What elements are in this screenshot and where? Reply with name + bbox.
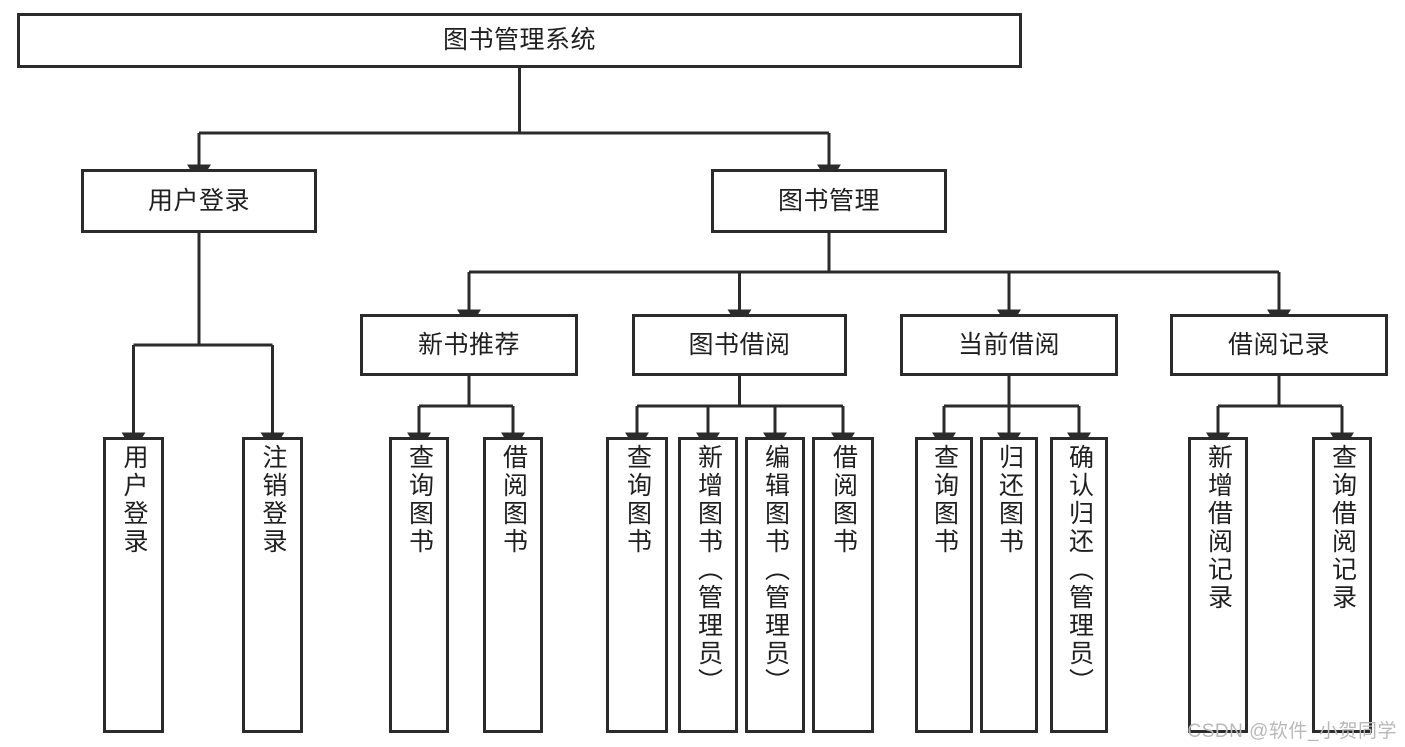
node-leaf-add-record[interactable]: 新增借阅记录 <box>1188 437 1248 733</box>
node-label: 借阅图书 <box>829 444 858 556</box>
node-label: 查询图书 <box>623 444 652 556</box>
node-label: 用户登录 <box>147 186 250 215</box>
node-leaf-logout[interactable]: 注销登录 <box>242 437 303 733</box>
node-leaf-query-record[interactable]: 查询借阅记录 <box>1312 437 1372 733</box>
node-current-borrow[interactable]: 当前借阅 <box>900 314 1118 376</box>
node-label: 确认归还（管理员） <box>1065 444 1094 696</box>
node-label: 归还图书 <box>995 444 1024 556</box>
node-leaf-borrow-book-2[interactable]: 借阅图书 <box>812 437 874 733</box>
node-leaf-return-book[interactable]: 归还图书 <box>980 437 1038 733</box>
node-leaf-confirm-return[interactable]: 确认归还（管理员） <box>1050 437 1108 733</box>
node-label: 用户登录 <box>120 444 148 556</box>
node-root[interactable]: 图书管理系统 <box>17 13 1022 68</box>
node-leaf-query-book-2[interactable]: 查询图书 <box>606 437 668 733</box>
node-leaf-edit-book[interactable]: 编辑图书（管理员） <box>745 437 805 733</box>
node-label: 当前借阅 <box>957 330 1060 359</box>
node-leaf-query-book-1[interactable]: 查询图书 <box>389 437 449 733</box>
node-user-login[interactable]: 用户登录 <box>81 169 317 233</box>
node-leaf-user-login[interactable]: 用户登录 <box>103 437 164 733</box>
node-label: 新书推荐 <box>417 330 520 359</box>
node-leaf-borrow-book-1[interactable]: 借阅图书 <box>483 437 543 733</box>
node-leaf-add-book[interactable]: 新增图书（管理员） <box>678 437 738 733</box>
node-label: 新增借阅记录 <box>1204 444 1233 612</box>
node-label: 编辑图书（管理员） <box>761 444 790 696</box>
node-new-book-rec[interactable]: 新书推荐 <box>360 314 578 376</box>
node-label: 借阅记录 <box>1227 330 1330 359</box>
node-label: 查询图书 <box>405 444 434 556</box>
node-label: 新增图书（管理员） <box>694 444 723 696</box>
watermark-label: CSDN @软件_小贺同学 <box>1187 721 1397 742</box>
node-label: 注销登录 <box>259 444 287 556</box>
node-label: 借阅图书 <box>499 444 528 556</box>
node-label: 图书管理 <box>777 186 880 215</box>
node-label: 查询图书 <box>930 444 959 556</box>
node-label: 图书管理系统 <box>442 26 596 55</box>
node-book-borrow[interactable]: 图书借阅 <box>632 314 847 376</box>
node-label: 查询借阅记录 <box>1328 444 1357 612</box>
node-book-manage[interactable]: 图书管理 <box>711 169 947 233</box>
node-label: 图书借阅 <box>688 330 791 359</box>
node-borrow-record[interactable]: 借阅记录 <box>1170 314 1388 376</box>
node-leaf-query-book-3[interactable]: 查询图书 <box>915 437 973 733</box>
